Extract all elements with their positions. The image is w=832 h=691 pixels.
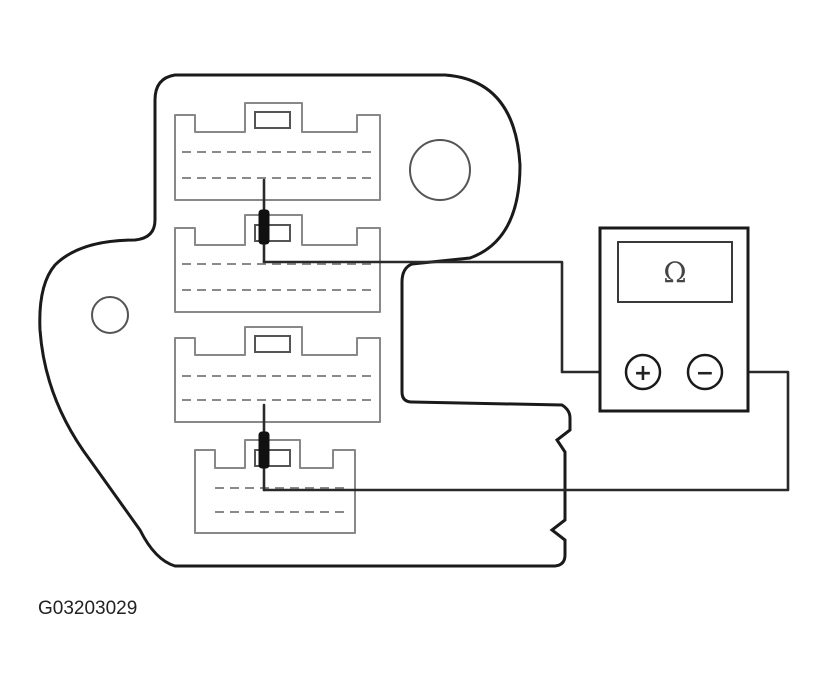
- test-probe-icon: [258, 178, 270, 264]
- test-probe-icon: [258, 403, 270, 492]
- figure-id: G03203029: [38, 598, 137, 619]
- meter-display: [617, 241, 733, 303]
- positive-lead-wire: [262, 260, 628, 374]
- connector-3: [174, 326, 381, 423]
- positive-terminal-symbol: +: [634, 361, 652, 386]
- mounting-hole-left: [91, 296, 129, 334]
- negative-terminal: [686, 353, 724, 391]
- meter-display-symbol: Ω: [663, 256, 686, 289]
- negative-terminal-symbol: −: [696, 361, 714, 386]
- connector-1: [174, 102, 381, 201]
- connector-latch: [254, 335, 291, 353]
- connector-latch: [254, 111, 291, 129]
- ohmmeter-icon: Ω + −: [598, 226, 750, 413]
- positive-terminal: [624, 353, 662, 391]
- negative-lead-wire: [262, 370, 790, 492]
- connector-2: [174, 214, 381, 313]
- mounting-hole-upper: [409, 139, 471, 201]
